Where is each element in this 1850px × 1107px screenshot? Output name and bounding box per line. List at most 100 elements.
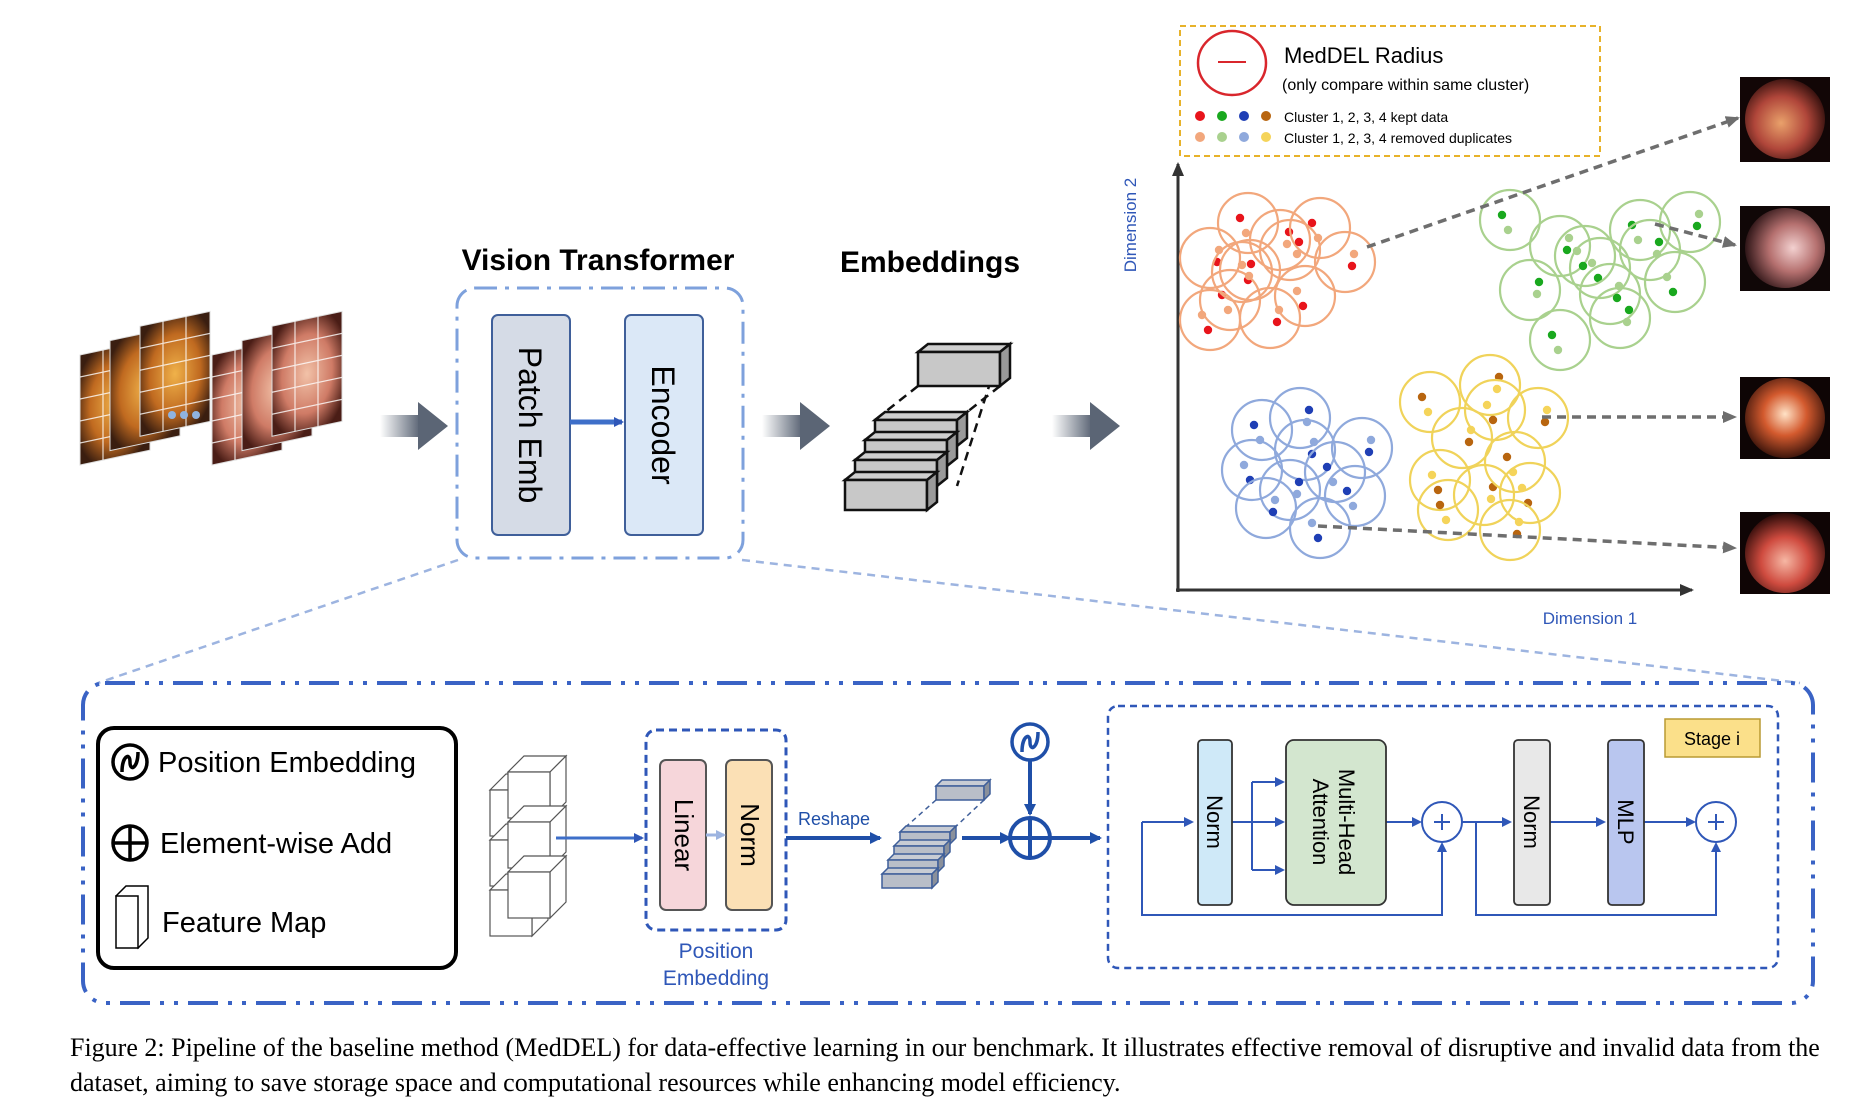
legend-add-label: Element-wise Add [160, 828, 392, 860]
stage-badge [1664, 718, 1761, 758]
stage-norm2-label: Norm [1519, 795, 1544, 849]
kept-point [1294, 237, 1304, 247]
kept-point [1502, 452, 1512, 462]
cluster-radius-ring [1506, 386, 1570, 450]
kept-point [1298, 301, 1308, 311]
cluster-radius-ring [1313, 230, 1377, 294]
detail-panel [81, 681, 1815, 1005]
kept-point [1433, 485, 1443, 495]
endoscopy-image-1 [1740, 77, 1830, 162]
cluster-radius-ring [1408, 448, 1472, 512]
pe-norm-label: Norm [735, 803, 765, 867]
kept-point [1364, 447, 1374, 457]
removed-point [1614, 281, 1624, 291]
mha-block [1285, 739, 1387, 906]
cluster-radius-ring [1478, 188, 1542, 252]
removed-point [1292, 249, 1302, 259]
kept-point [1304, 405, 1314, 415]
element-wise-add-icon [111, 824, 149, 862]
endoscopy-image-2 [1740, 206, 1830, 291]
encoder-block [624, 314, 704, 536]
cluster-scatter [1178, 188, 1722, 562]
cluster-radius-ring [1198, 268, 1262, 332]
kept-point [1540, 417, 1550, 427]
cluster-radius-ring [1498, 461, 1562, 525]
kept-point [1624, 305, 1634, 315]
endoscopy-image-3 [1740, 377, 1830, 459]
input-image-stack-2 [211, 310, 343, 466]
cluster-radius-ring [1458, 353, 1522, 417]
kept-point [1313, 533, 1323, 543]
removed-point [1197, 310, 1207, 320]
cluster-radius-ring [1216, 191, 1280, 255]
legend-kept-label: Cluster 1, 2, 3, 4 kept data [1284, 109, 1448, 125]
legend-kept-dots [1195, 111, 1271, 121]
kept-point [1249, 420, 1259, 430]
pe-symbol [1010, 722, 1050, 762]
stage-connections [1141, 777, 1721, 916]
removed-point [1532, 289, 1542, 299]
cluster-radius-ring [1178, 288, 1242, 352]
kept-point [1612, 293, 1622, 303]
kept-point [1272, 317, 1282, 327]
embeddings-title: Embeddings [840, 246, 1020, 279]
feature-map-icon [115, 885, 149, 950]
input-image-stack-1 [79, 310, 211, 466]
cluster-radius-ring [1618, 218, 1682, 282]
flow-arrow-1 [380, 402, 448, 450]
removed-point [1564, 233, 1574, 243]
embeddings-stack [841, 341, 1014, 513]
kept-point [1203, 325, 1213, 335]
cluster-radius-ring [1178, 226, 1242, 290]
kept-point [1417, 392, 1427, 402]
cluster-radius-ring [1330, 416, 1394, 480]
kept-point [1435, 500, 1445, 510]
y-axis-label: Dimension 2 [1121, 178, 1140, 273]
removed-point [1466, 425, 1476, 435]
stage-norm1-label: Norm [1202, 795, 1227, 849]
cluster-radius-ring [1210, 240, 1274, 304]
pe-label-line2: Embedding [663, 967, 769, 990]
kept-point [1342, 486, 1352, 496]
mha-label-1: Multi-Head [1334, 769, 1359, 875]
kept-point [1654, 237, 1664, 247]
cluster-radius-ring [1528, 214, 1592, 278]
kept-point [1235, 213, 1245, 223]
residual-add-2 [1695, 801, 1737, 843]
cluster-radius-ring [1608, 198, 1672, 262]
mlp-label: MLP [1613, 799, 1638, 844]
zoom-line-left [97, 558, 459, 685]
cluster-radius-ring [1553, 224, 1617, 288]
patch-emb-block [491, 314, 571, 536]
removed-point [1542, 405, 1552, 415]
position-embedding-box [644, 728, 788, 932]
kept-point [1547, 330, 1557, 340]
removed-point [1282, 239, 1292, 249]
kept-point [1488, 415, 1498, 425]
removed-point [1241, 228, 1251, 238]
feature-map-cube [506, 854, 568, 920]
removed-point [1441, 515, 1451, 525]
kept-point [1347, 261, 1357, 271]
legend-title: MedDEL Radius [1284, 43, 1443, 68]
removed-point [1633, 235, 1643, 245]
kept-point [1246, 259, 1256, 269]
removed-point [1366, 435, 1376, 445]
cluster-radius-ring [1273, 264, 1337, 328]
kept-point [1307, 218, 1317, 228]
cluster-radius-ring [1323, 464, 1387, 528]
zoom-line-right [741, 558, 1801, 685]
removed-point [1348, 501, 1358, 511]
mha-label-2: Attention [1308, 779, 1333, 866]
cluster-radius-ring [1643, 250, 1707, 314]
transformer-stage-box [1106, 704, 1780, 970]
cluster-radius-ring [1528, 308, 1592, 372]
cluster-radius-ring [1268, 386, 1332, 450]
position-embedding-icon [111, 743, 149, 781]
removed-point [1292, 489, 1302, 499]
ellipsis-dots [168, 411, 200, 419]
pe-label-line1: Position [679, 940, 754, 963]
removed-point [1553, 345, 1563, 355]
cluster-radius-ring [1430, 406, 1494, 470]
legend-fm-label: Feature Map [162, 907, 326, 939]
